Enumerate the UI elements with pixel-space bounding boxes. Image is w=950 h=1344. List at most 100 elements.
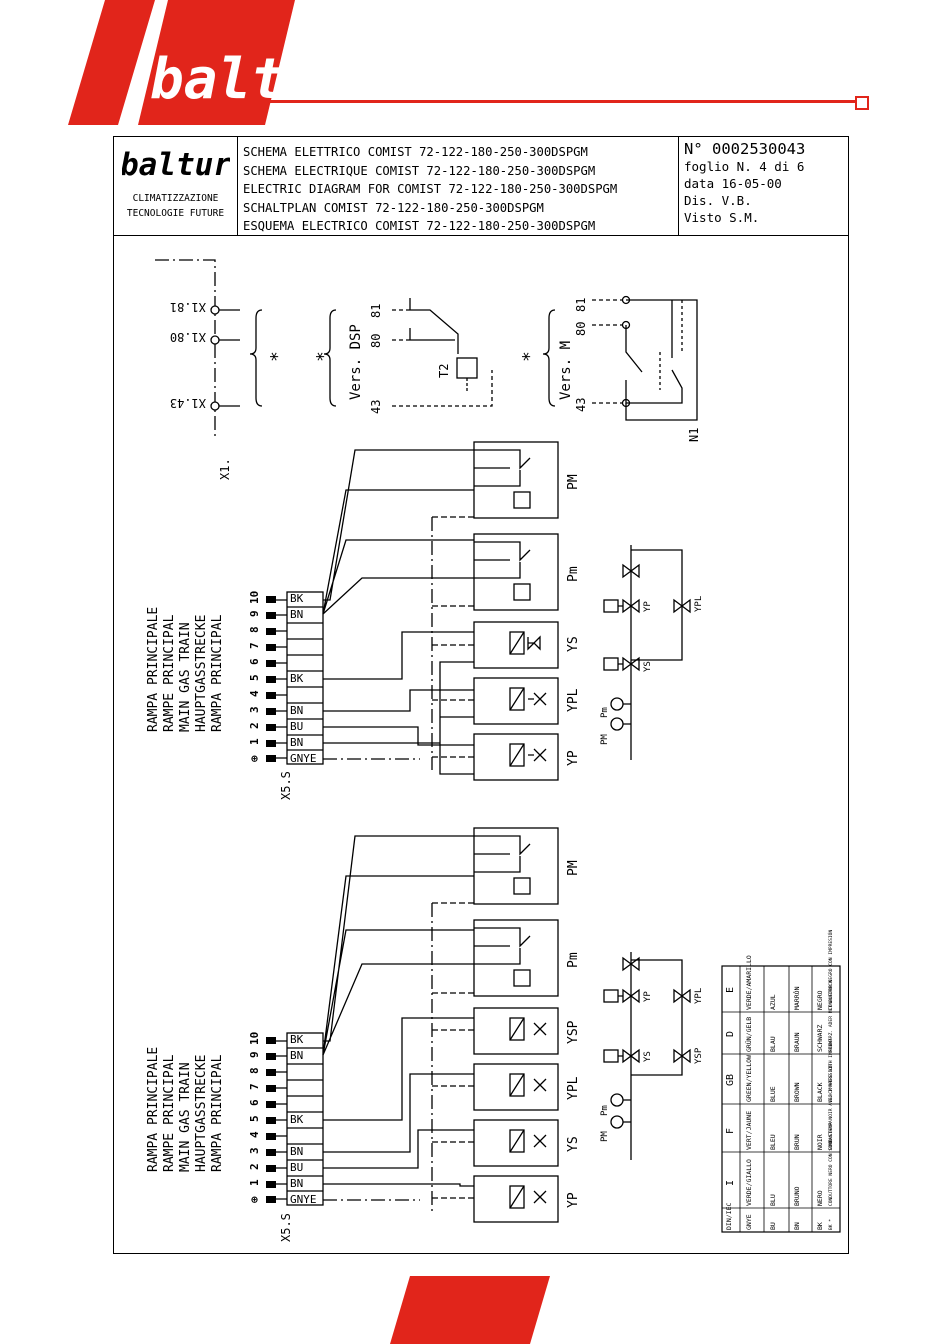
legend-cell: VERT/JAUNE — [745, 1111, 753, 1150]
train-b-pressure-pm: PM — [600, 1131, 610, 1142]
pin-81-m: 81 — [574, 298, 588, 312]
train-b-valve-ys: YS — [643, 1051, 653, 1062]
title-block-titles: SCHEMA ELETTRICO COMIST 72-122-180-250-3… — [237, 137, 679, 235]
train-b-device-ysp: YSP — [566, 1020, 581, 1044]
train-b-valve-yp: YP — [643, 991, 653, 1002]
legend-header-d: D — [725, 1031, 736, 1037]
legend-cell: NERO — [816, 1190, 824, 1206]
train-b-device-yp: YP — [566, 1192, 581, 1208]
train-b-device-pm-min: Pm — [566, 952, 581, 968]
legend-cell: BLAU — [769, 1036, 777, 1052]
train-b-title-1: RAMPA PRINCIPALE — [146, 1047, 161, 1172]
tagline-1: CLIMATIZZAZIONE — [132, 193, 219, 204]
train-a-title-1: RAMPA PRINCIPALE — [146, 607, 161, 732]
train-a-connector: X5.S — [279, 771, 293, 800]
pin-43-m: 43 — [574, 398, 588, 412]
train-a-pin: 1 — [248, 738, 261, 745]
terminal-x1-80: X1.80 — [170, 330, 206, 344]
header-rule-end — [855, 96, 869, 110]
train-a-device-pm: PM — [566, 474, 581, 490]
checked-by: Visto S.M. — [684, 210, 760, 225]
legend-cell: BLU — [769, 1194, 777, 1206]
terminal-x1-81: X1.81 — [170, 300, 206, 314]
terminal-x1-43: X1.43 — [170, 396, 206, 410]
svg-text:baltur: baltur — [122, 149, 230, 179]
legend-header-e: E — [725, 987, 736, 993]
train-a-pressure-pm: PM — [600, 734, 610, 745]
title-it: SCHEMA ELETTRICO COMIST 72-122-180-250-3… — [243, 145, 588, 159]
train-b-title-5: RAMPA PRINCIPAL — [210, 1054, 225, 1172]
pin-80-dsp: 80 — [369, 334, 383, 348]
train-b-device-pm: PM — [566, 860, 581, 876]
train-a-device-ypl: YPL — [566, 688, 581, 712]
legend-header-gb: GB — [725, 1074, 736, 1086]
pin-80-m: 80 — [574, 322, 588, 336]
train-a-pin: 6 — [248, 658, 261, 665]
train-a-wire-bu: BU — [290, 720, 303, 733]
legend-cell: NOIR — [816, 1134, 824, 1150]
train-b-wire-bn: BN — [290, 1145, 303, 1158]
doc-number: N° 0002530043 — [684, 140, 806, 158]
train-a-pin: 8 — [248, 626, 261, 633]
legend-cell: MARRÓN — [792, 986, 801, 1010]
legend-cell: NEGRO — [816, 990, 824, 1010]
train-b-pin: 8 — [248, 1067, 261, 1074]
title-de: SCHALTPLAN COMIST 72-122-180-250-300DSPG… — [243, 200, 544, 215]
timer-t2-label: T2 — [437, 364, 451, 378]
mini-logo: baltur — [122, 149, 230, 179]
train-a-valve-yp: YP — [643, 601, 653, 612]
version-dsp-label: Vers. DSP — [348, 324, 364, 400]
legend-cell: BRAUN — [793, 1032, 801, 1052]
title-block-logo-cell: baltur CLIMATIZZAZIONE TECNOLOGIE FUTURE — [114, 137, 238, 235]
tagline-2: TECNOLOGIE FUTURE — [126, 208, 225, 219]
legend-cell: BLUE — [769, 1086, 777, 1102]
legend-code: BU — [769, 1222, 777, 1230]
train-a-title-2: RAMPE PRINCIPAL — [162, 614, 177, 732]
train-b-pin: 1 — [248, 1179, 261, 1186]
legend-cell: BLACK — [816, 1082, 824, 1102]
train-b-pin: 7 — [248, 1083, 261, 1090]
asterisk-2: * — [313, 351, 334, 362]
title-fr: SCHEMA ELECTRIQUE COMIST 72-122-180-250-… — [243, 163, 596, 178]
legend-code: BN — [793, 1222, 801, 1230]
train-a-pin: 2 — [248, 722, 261, 729]
train-b-pin: ⊕ — [248, 1196, 261, 1203]
sheet-number: foglio N. 4 di 6 — [684, 159, 805, 174]
legend-cell: VERDE/AMARILLO — [745, 955, 753, 1010]
train-b-title-2: RAMPE PRINCIPAL — [162, 1054, 177, 1172]
train-a-title-3: MAIN GAS TRAIN — [178, 622, 193, 732]
train-b-wire-bk: BK — [290, 1033, 304, 1046]
train-a-wire-bn: BN — [290, 608, 303, 621]
legend-cell: GRÜN/GELB — [744, 1017, 753, 1052]
train-b-wire-bn: BN — [290, 1049, 303, 1062]
train-a-pin: 4 — [248, 690, 261, 697]
legend-header-i: I — [725, 1180, 736, 1186]
title-block: baltur CLIMATIZZAZIONE TECNOLOGIE FUTURE… — [113, 136, 849, 236]
legend-cell: CONDUTTORE NERO CON SOVRASTAMPA — [828, 1120, 834, 1206]
train-a-pin: 7 — [248, 642, 261, 649]
legend-header-f: F — [725, 1128, 736, 1134]
train-b-title-3: MAIN GAS TRAIN — [178, 1062, 193, 1172]
train-b-wire-bn: BN — [290, 1177, 303, 1190]
asterisk-3: * — [519, 351, 540, 362]
doc-date: data 16-05-00 — [684, 176, 782, 191]
pin-43-dsp: 43 — [369, 400, 383, 414]
train-a-title-5: RAMPA PRINCIPAL — [210, 614, 225, 732]
train-b-connector: X5.S — [279, 1213, 293, 1242]
train-b-valve-ypl: YPL — [694, 988, 704, 1004]
train-b-pin: 4 — [248, 1131, 261, 1138]
train-b-device-ys: YS — [566, 1136, 581, 1152]
asterisk-1: * — [267, 351, 288, 362]
legend-cell: SCHWARZ — [816, 1025, 824, 1052]
version-m-label: Vers. M — [558, 341, 574, 400]
legend-cell: CONDUCTEUR NOIR AVEC IMPRESSION — [828, 1064, 834, 1150]
train-b-wire-gnye: GNYE — [290, 1193, 317, 1206]
train-a-wire-bk: BK — [290, 672, 304, 685]
legend-cell: BROWN — [793, 1082, 801, 1102]
legend-cell: BRUNO — [793, 1186, 801, 1206]
legend-cell: BLEU — [769, 1134, 777, 1150]
legend-cell: VERDE/GIALLO — [745, 1159, 753, 1206]
train-a-pressure-pm-min: Pm — [600, 707, 610, 718]
train-b-title-4: HAUPTGASSTRECKE — [194, 1055, 209, 1172]
